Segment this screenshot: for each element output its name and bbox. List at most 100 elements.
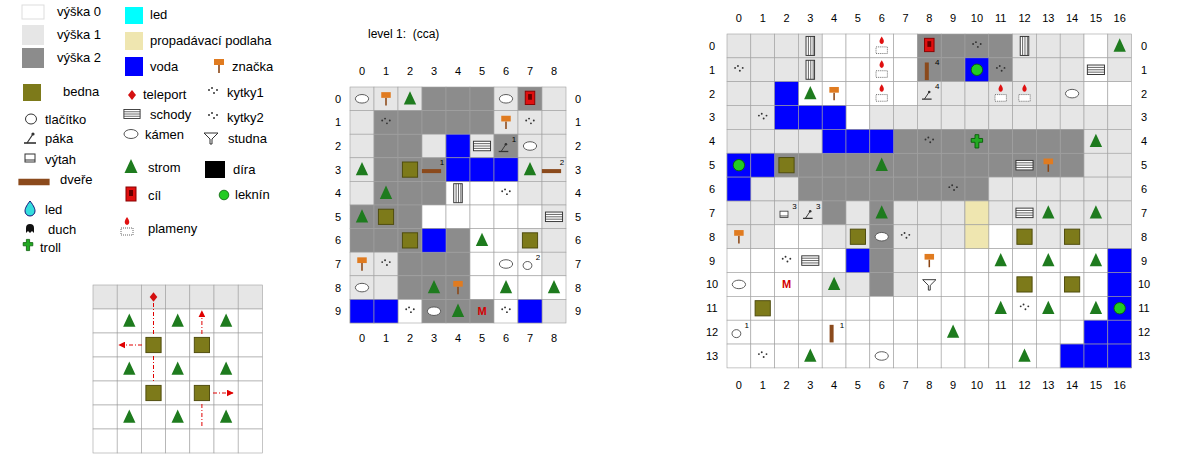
terrain-cell xyxy=(846,129,870,153)
height-cell xyxy=(1036,153,1060,177)
stairs-lines xyxy=(545,214,562,219)
height-cell xyxy=(422,181,446,205)
axis-number: 5 xyxy=(575,211,581,223)
axis-number: 5 xyxy=(855,379,861,391)
crate-icon xyxy=(1017,229,1032,244)
height-cell xyxy=(989,82,1013,106)
flower-dot xyxy=(504,306,506,308)
legend-label: výška 0 xyxy=(57,5,101,19)
lever-icon xyxy=(803,210,813,218)
height-cell xyxy=(1108,177,1132,201)
sign-post xyxy=(361,263,363,271)
height-cell xyxy=(542,87,566,111)
height-cell xyxy=(798,106,822,130)
flame-base xyxy=(1019,95,1030,102)
sketch-grid xyxy=(93,285,262,453)
height-cell xyxy=(1108,201,1132,225)
teleport xyxy=(150,292,158,302)
height-cell xyxy=(775,344,799,368)
height-cell xyxy=(1108,249,1132,273)
tree-icon xyxy=(428,280,440,293)
sign-board xyxy=(1044,159,1054,165)
callout-number: 1 xyxy=(440,159,444,168)
height-cell xyxy=(989,153,1013,177)
height-cell xyxy=(470,181,494,205)
axis-number: 0 xyxy=(736,379,742,391)
height-cell xyxy=(141,429,165,453)
height-cell xyxy=(846,34,870,58)
flame xyxy=(880,60,884,68)
height-cell xyxy=(470,87,494,111)
height-cell xyxy=(518,276,542,300)
height-cell xyxy=(446,252,470,276)
height-cell xyxy=(727,296,751,320)
height-cell xyxy=(870,296,894,320)
height-cell xyxy=(798,273,822,297)
axis-number: 1 xyxy=(709,64,715,76)
sign-post xyxy=(457,287,459,295)
height-cell xyxy=(751,296,775,320)
height-cell xyxy=(190,285,214,309)
tree-icon xyxy=(172,409,184,422)
height-cell xyxy=(1013,201,1037,225)
height-cell xyxy=(917,273,941,297)
axis-number: 3 xyxy=(709,111,715,123)
height-cell xyxy=(350,276,374,300)
stone-icon xyxy=(355,95,368,104)
crate xyxy=(779,158,794,173)
height-cell xyxy=(1060,320,1084,344)
height-cell xyxy=(965,153,989,177)
legend-label: značka xyxy=(232,60,273,74)
height-cell xyxy=(1084,34,1108,58)
height-cell xyxy=(894,58,918,82)
height-cell xyxy=(894,153,918,177)
tree-icon xyxy=(1090,134,1102,147)
tree-crown xyxy=(1090,253,1102,266)
height-cell xyxy=(751,201,775,225)
height-cell xyxy=(1036,177,1060,201)
height-cell xyxy=(166,381,190,405)
height-cell xyxy=(166,309,190,333)
tree-icon xyxy=(404,91,416,104)
crate xyxy=(1017,229,1032,244)
teleport-icon xyxy=(150,292,158,302)
tree-crown xyxy=(220,313,232,326)
height-cell xyxy=(398,111,422,135)
height-cell xyxy=(1036,225,1060,249)
flower-dot xyxy=(975,41,977,43)
legend-swatch xyxy=(22,48,44,68)
lever-knob xyxy=(505,143,508,146)
stairs xyxy=(545,212,562,222)
height-cell xyxy=(494,205,518,229)
stone-icon xyxy=(875,352,888,361)
height-cell xyxy=(93,333,117,357)
tree-icon xyxy=(380,186,392,199)
flowers-icon xyxy=(925,137,935,144)
height-cell xyxy=(751,106,775,130)
axis-number: 10 xyxy=(706,278,718,290)
height-cell xyxy=(214,309,238,333)
height-cell xyxy=(93,357,117,381)
height-cell xyxy=(894,106,918,130)
tree-crown xyxy=(123,361,135,374)
tree-crown xyxy=(380,186,392,199)
height-cell xyxy=(846,273,870,297)
height-cell xyxy=(822,153,846,177)
axis-number: 7 xyxy=(902,379,908,391)
move-arrow xyxy=(201,404,202,428)
height-cell xyxy=(965,201,989,225)
tree-crown xyxy=(356,209,368,222)
goal-mark xyxy=(528,94,532,100)
stairs-icon xyxy=(473,141,490,151)
doorH-icon xyxy=(18,179,49,186)
legend-label: troll xyxy=(40,241,61,255)
door xyxy=(18,179,49,186)
stone-icon xyxy=(523,142,536,151)
axis-number: 10 xyxy=(971,12,983,24)
legend-label: tlačítko xyxy=(45,113,86,127)
flower-dot xyxy=(972,43,974,45)
height-cell xyxy=(894,249,918,273)
flame-icon xyxy=(876,36,887,53)
flower-dot xyxy=(208,89,210,91)
flame-icon xyxy=(121,217,133,235)
